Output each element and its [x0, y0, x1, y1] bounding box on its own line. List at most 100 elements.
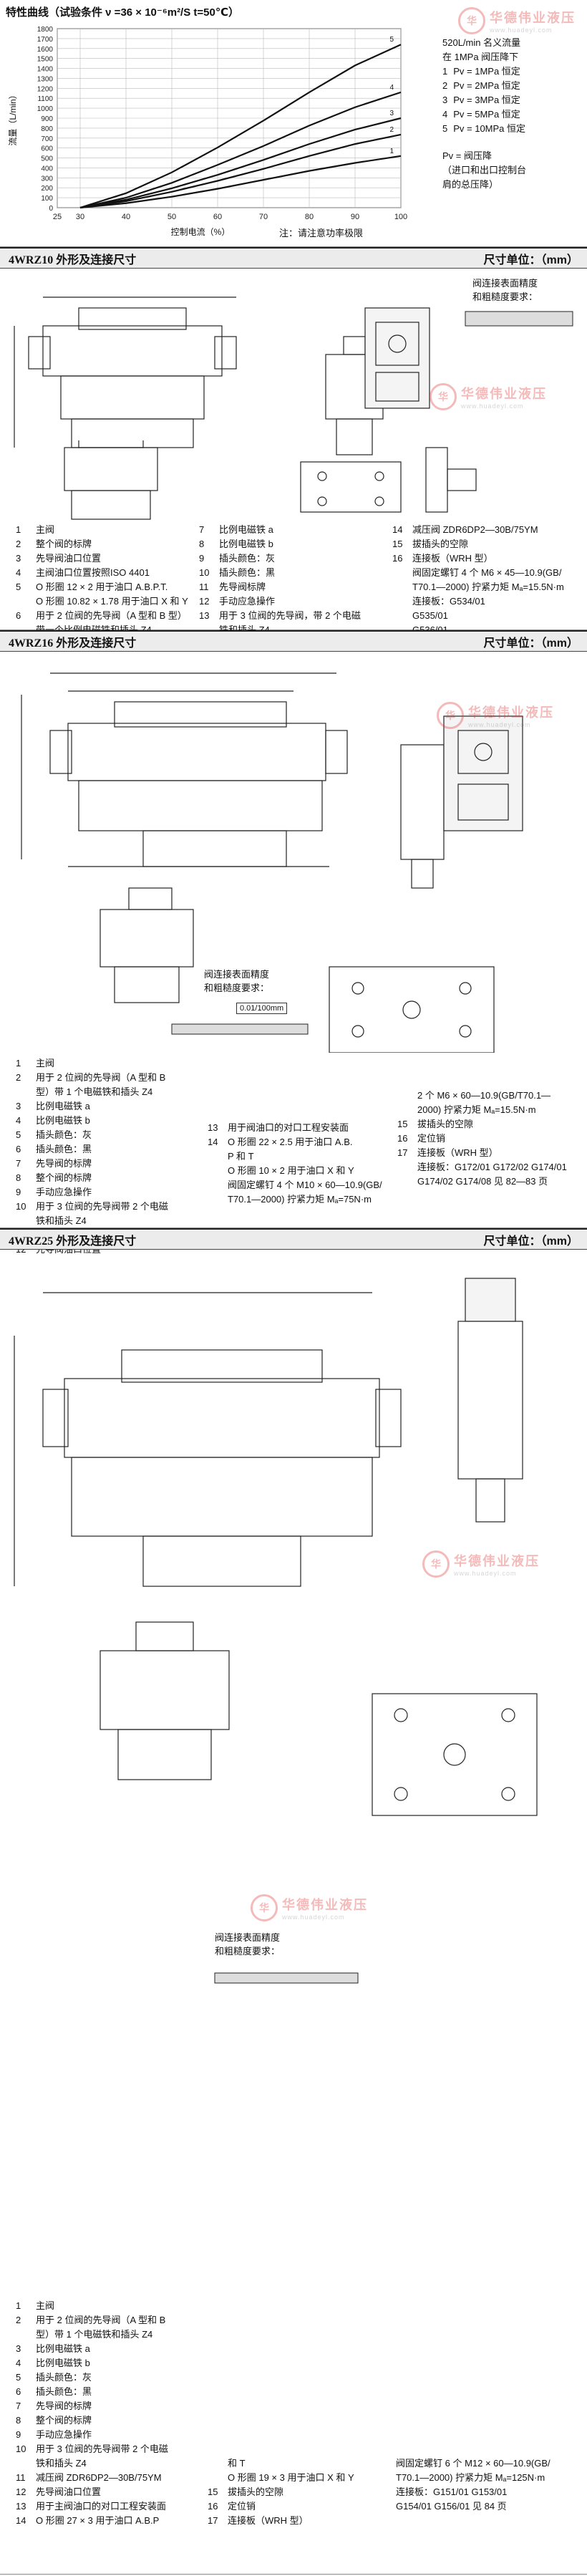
parts-list-right: 2 个 M6 × 60—10.9(GB/T70.1—2000) 拧紧力矩 Mₐ=… [397, 1089, 567, 1189]
part-text: 阀固定螺钉 6 个 M12 × 60—10.9(GB/ [396, 2458, 550, 2469]
part-number: 15 [392, 539, 403, 549]
part-text: 定位销 [228, 2501, 256, 2512]
brand-logo-icon: 华 [437, 702, 464, 729]
part-text: O 形圈 10 × 2 用于油口 X 和 Y [228, 1165, 354, 1176]
part-item: O 形圈 19 × 3 用于油口 X 和 Y [208, 2471, 354, 2485]
part-text: 定位销 [417, 1133, 446, 1144]
legend-row: 3 Pv = 3MPa 恒定 [442, 93, 526, 107]
part-text: 减压阀 ZDR6DP2—30B/75YM [36, 2472, 162, 2483]
brand-url: www.huadeyl.com [461, 402, 524, 410]
part-number: 10 [16, 1201, 26, 1212]
drawing-panel-4wrz16: 阀连接表面精度 和粗糙度要求： 0.01/100mm 华 华德伟业液压 www.… [0, 652, 587, 1255]
part-number: 3 [16, 553, 21, 564]
brand-name: 华德伟业液压 [490, 11, 576, 25]
part-number: 8 [199, 539, 205, 549]
part-text: 比例电磁铁 a [36, 1101, 90, 1111]
part-number: 17 [397, 1147, 408, 1158]
y-tick-label: 1200 [37, 85, 54, 93]
part-number [397, 1103, 413, 1117]
part-text: 整个阀的标牌 [36, 539, 92, 549]
part-text: T70.1—2000) 拧紧力矩 Mₐ=15.5N·m [412, 582, 564, 592]
x-tick-label: 100 [394, 213, 407, 221]
part-number: 16 [397, 1133, 408, 1144]
watermark-logo: 华 华德伟业液压 www.huadeyl.com [437, 702, 554, 729]
brand-url: www.huadeyl.com [282, 1914, 345, 1921]
part-text: 拔插头的空隙 [417, 1119, 474, 1129]
part-number: 6 [16, 2386, 21, 2397]
x-tick-label: 60 [213, 213, 222, 221]
y-tick-label: 500 [41, 155, 53, 163]
part-item: 15 拔插头的空隙 [392, 537, 564, 551]
legend-number: 3 [442, 95, 448, 105]
part-text: 手动应急操作 [36, 1187, 92, 1197]
pv-note-1: Pv = 阀压降 [442, 150, 492, 161]
surface-finish-label: 阀连接表面精度 和粗糙度要求： [215, 1932, 281, 1957]
part-text: 主阀 [36, 524, 55, 535]
part-number: 7 [199, 524, 205, 535]
legend-label: Pv = 5MPa 恒定 [453, 109, 520, 120]
part-number: 7 [16, 2401, 21, 2411]
part-number [376, 2471, 392, 2485]
x-tick-label: 40 [122, 213, 130, 221]
part-text: 拔插头的空隙 [412, 539, 469, 549]
brand-logo-icon: 华 [422, 1550, 450, 1578]
part-item: G174/02 G174/08 见 82—83 页 [397, 1174, 567, 1189]
part-text: 比例电磁铁 a [36, 2343, 90, 2354]
legend-number: 1 [442, 66, 448, 77]
part-number [397, 1174, 413, 1189]
part-text: O 形圈 27 × 3 用于油口 A.B.P [36, 2515, 160, 2526]
part-text: 阀固定螺钉 4 个 M6 × 45—10.9(GB/ [412, 567, 562, 578]
part-text: O 形圈 12 × 2 用于油口 A.B.P.T. [36, 582, 168, 592]
unit-label: 尺寸单位：（mm） [483, 1235, 578, 1248]
part-text: 先导阀油口位置 [36, 553, 102, 564]
part-item: 连接板：G172/01 G172/02 G174/01 [397, 1160, 567, 1174]
section-title: 4WRZ25 外形及连接尺寸 [9, 1235, 137, 1248]
y-tick-label: 1100 [37, 95, 53, 103]
part-item: 阀固定螺钉 4 个 M10 × 60—10.9(GB/ [208, 1178, 382, 1192]
brand-logo-icon: 华 [430, 383, 457, 410]
x-tick-label: 90 [351, 213, 359, 221]
part-number: 2 [16, 1072, 21, 1083]
part-text: O 形圈 22 × 2.5 用于油口 A.B. [228, 1137, 353, 1147]
part-item: 阀固定螺钉 4 个 M6 × 45—10.9(GB/ [392, 566, 564, 580]
part-item: 连接板：G151/01 G153/01 [376, 2485, 550, 2499]
legend-label: Pv = 1MPa 恒定 [453, 66, 520, 77]
part-text: 用于阀油口的对口工程安装面 [228, 1122, 349, 1133]
part-text: 用于 3 位阀的先导阀，带 2 个电磁 [219, 610, 361, 621]
series-line-3 [79, 117, 402, 209]
part-item: 阀固定螺钉 6 个 M12 × 60—10.9(GB/ [376, 2456, 550, 2471]
x-axis-label: 控制电流（%） [171, 227, 231, 237]
section-header-4wrz10: 4WRZ10 外形及连接尺寸 尺寸单位：（mm） [0, 247, 587, 269]
part-number [16, 2327, 31, 2342]
part-text: T70.1—2000) 拧紧力矩 Mₐ=75N·m [228, 1194, 372, 1205]
part-number: 9 [199, 553, 205, 564]
part-number: 12 [16, 2486, 26, 2497]
y-tick-label: 100 [41, 195, 53, 203]
part-number: 16 [392, 553, 403, 564]
part-text: 铁和插头 Z4 [36, 2458, 87, 2469]
part-number: 16 [208, 2501, 218, 2512]
part-text: G154/01 G156/01 见 84 页 [396, 2501, 507, 2512]
brand-logo-icon: 华 [458, 7, 485, 34]
part-item: O 形圈 10.82 × 1.78 用于油口 X 和 Y [16, 594, 188, 609]
part-text: 减压阀 ZDR6DP2—30B/75YM [412, 524, 538, 535]
part-item: T70.1—2000) 拧紧力矩 Mₐ=75N·m [208, 1192, 382, 1207]
legend-label: Pv = 3MPa 恒定 [453, 95, 520, 105]
legend-row: 1 Pv = 1MPa 恒定 [442, 64, 526, 79]
series-line-5 [79, 44, 402, 209]
part-number [392, 580, 408, 594]
part-number: 10 [16, 2444, 26, 2454]
